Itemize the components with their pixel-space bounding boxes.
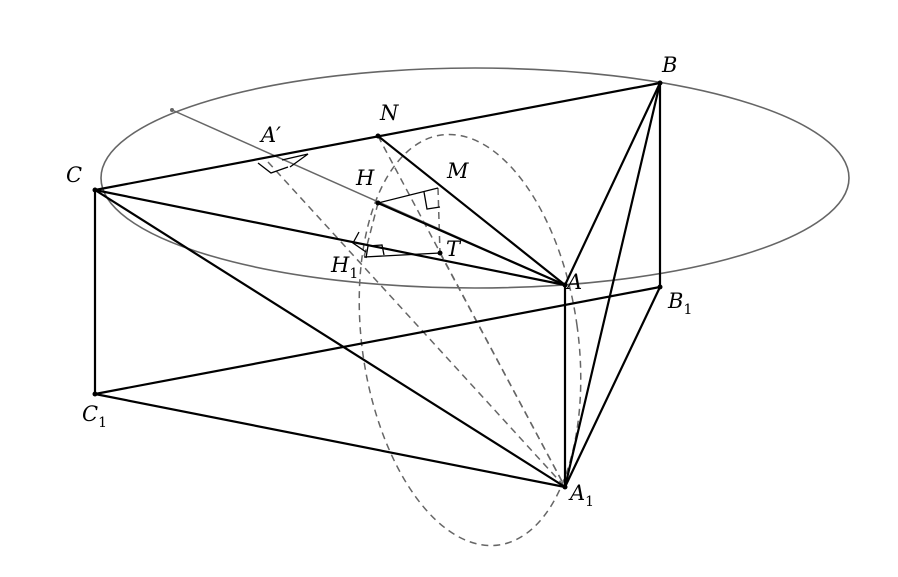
- label-b1: B1: [667, 289, 692, 318]
- solid-edges: [93, 81, 662, 489]
- label-b: B: [661, 53, 677, 77]
- edge-c1-a1: [93, 392, 567, 489]
- edge-c-a: [93, 188, 567, 287]
- point-c: [92, 187, 98, 193]
- right-angle-markers: [257, 153, 441, 259]
- point-h: [375, 200, 381, 206]
- dashed-h-h1: [363, 202, 379, 258]
- point-circle-left: [170, 108, 174, 112]
- point-a: [562, 282, 568, 288]
- label-n: N: [379, 101, 399, 125]
- label-a1-sub: 1: [585, 494, 594, 510]
- right-angle-m: [423, 191, 441, 210]
- dashed-t-a1: [439, 252, 566, 488]
- label-t: T: [446, 237, 462, 261]
- label-m: M: [446, 159, 469, 183]
- base-circle: [100, 67, 850, 289]
- label-a: A: [565, 270, 582, 294]
- points: [92, 80, 663, 490]
- edge-b-a: [563, 81, 662, 287]
- dashed-aprime-a1: [267, 161, 566, 488]
- label-c1-main: C: [82, 402, 98, 426]
- label-h: H: [355, 166, 375, 190]
- label-c: C: [66, 163, 82, 187]
- right-angle-h1-2: [365, 244, 385, 259]
- seg-h-m: [377, 187, 439, 204]
- edge-c1-b1: [93, 285, 662, 396]
- seg-h1-t: [363, 252, 441, 258]
- point-n: [375, 133, 381, 139]
- right-angle-h1: [352, 231, 367, 253]
- edge-c-a1: [93, 188, 567, 489]
- right-angle-aprime-2: [281, 153, 309, 168]
- label-a1-main: A: [568, 481, 585, 505]
- edge-h-a: [376, 201, 567, 287]
- dashed-m-t: [437, 187, 441, 254]
- edge-b-a1: [563, 81, 662, 489]
- point-t: [437, 250, 443, 256]
- point-c1: [92, 391, 98, 397]
- edge-b1-a1: [563, 285, 662, 489]
- label-h1-main: H: [330, 253, 350, 277]
- edge-n-a: [376, 134, 567, 287]
- point-b: [657, 80, 663, 86]
- label-c1-sub: 1: [98, 415, 107, 431]
- point-a1: [562, 484, 568, 490]
- label-b1-main: B: [667, 289, 683, 313]
- label-c1: C1: [82, 402, 107, 431]
- label-a1: A1: [568, 481, 594, 510]
- thin-segments: [363, 187, 441, 258]
- dashed-circle: [358, 133, 582, 547]
- label-a-prime: A′: [259, 123, 281, 147]
- point-b1: [657, 284, 663, 290]
- dashed-lines: [267, 135, 566, 488]
- label-b1-sub: 1: [683, 302, 692, 318]
- label-h1-sub: 1: [349, 266, 358, 282]
- right-angle-aprime: [257, 162, 289, 174]
- label-h1: H1: [330, 253, 358, 282]
